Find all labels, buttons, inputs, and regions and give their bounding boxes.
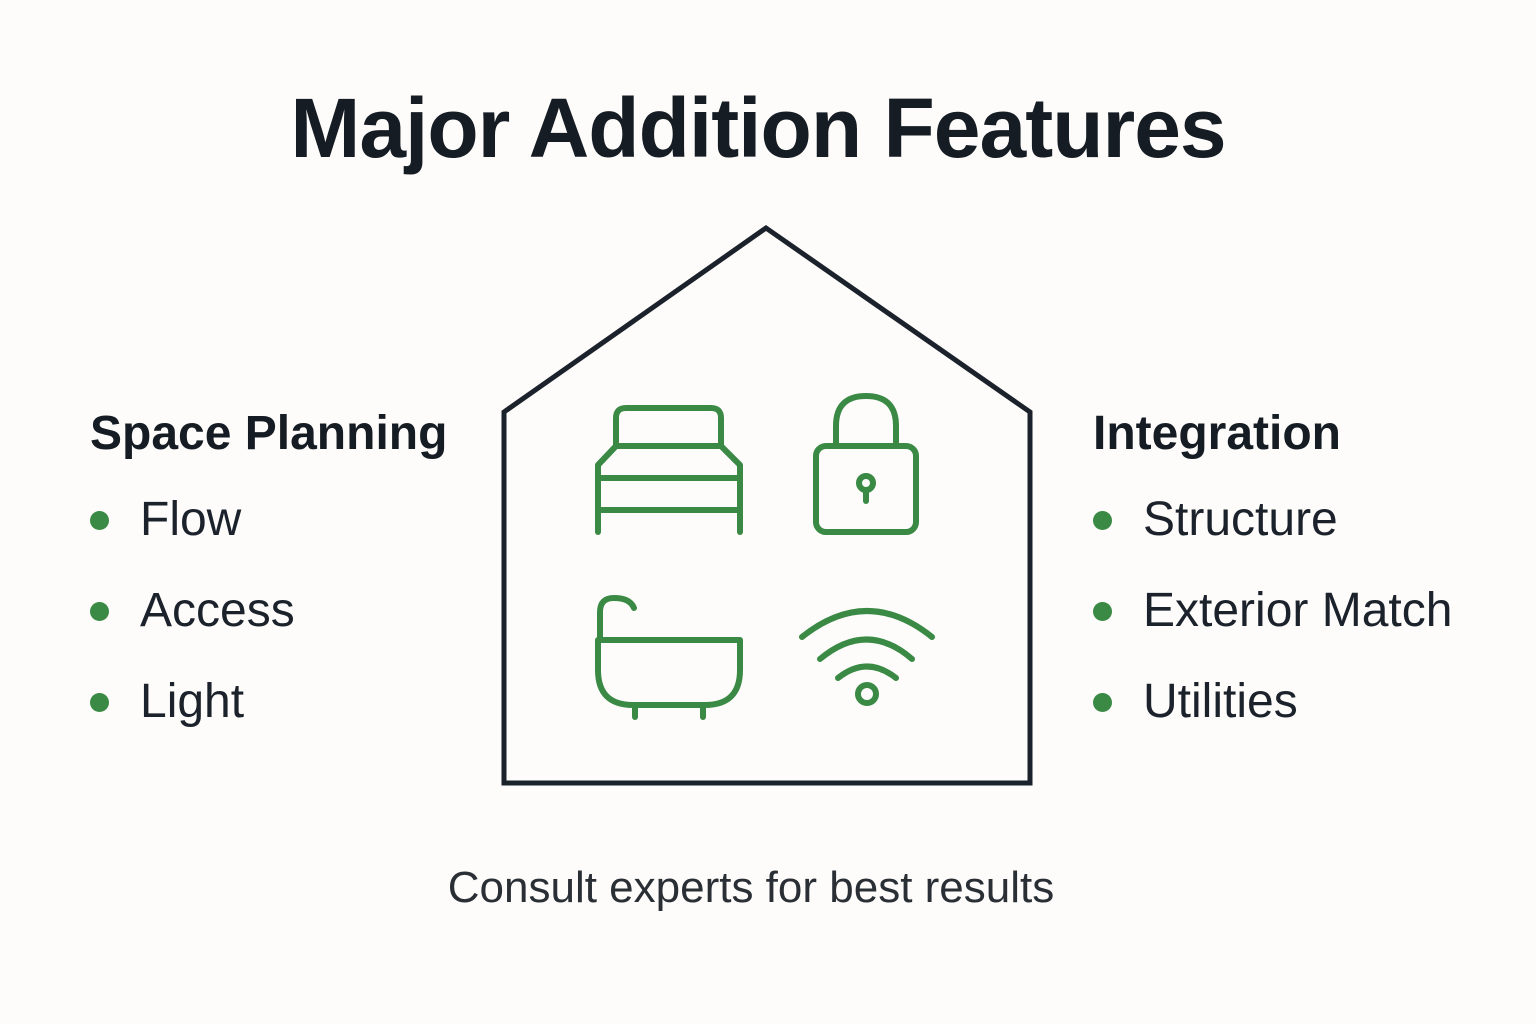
bed-icon <box>595 405 743 535</box>
bullet-dot-icon <box>1093 510 1112 530</box>
list-item-label: Utilities <box>1143 675 1298 729</box>
list-item: Access <box>90 566 447 657</box>
bullet-dot-icon <box>1093 692 1112 712</box>
list-item: Flow <box>90 475 447 566</box>
space-planning-list: Flow Access Light <box>90 475 447 748</box>
space-planning-heading: Space Planning <box>90 407 448 460</box>
footer-note: Consult experts for best results <box>447 863 1055 912</box>
list-item-label: Light <box>140 675 245 729</box>
integration-heading: Integration <box>1093 407 1341 460</box>
list-item: Structure <box>1093 475 1452 566</box>
bullet-dot-icon <box>90 601 109 621</box>
list-item-label: Structure <box>1143 493 1338 547</box>
integration-group: Integration Structure Exterior Match Uti… <box>1093 407 1452 748</box>
diagram-title: Major Addition Features <box>290 81 1226 175</box>
list-item-label: Flow <box>140 493 242 547</box>
padlock-icon <box>813 393 919 535</box>
integration-list: Structure Exterior Match Utilities <box>1093 475 1452 748</box>
list-item: Light <box>90 657 447 748</box>
list-item: Exterior Match <box>1093 566 1452 657</box>
bathtub-icon <box>595 595 743 720</box>
list-item-label: Access <box>140 584 295 638</box>
house-outline <box>501 224 1033 786</box>
list-item: Utilities <box>1093 657 1452 748</box>
bullet-dot-icon <box>90 510 109 530</box>
bullet-dot-icon <box>1093 601 1112 621</box>
wifi-icon <box>799 608 935 706</box>
list-item-label: Exterior Match <box>1143 584 1453 638</box>
bullet-dot-icon <box>90 692 109 712</box>
space-planning-group: Space Planning Flow Access Light <box>90 407 448 748</box>
